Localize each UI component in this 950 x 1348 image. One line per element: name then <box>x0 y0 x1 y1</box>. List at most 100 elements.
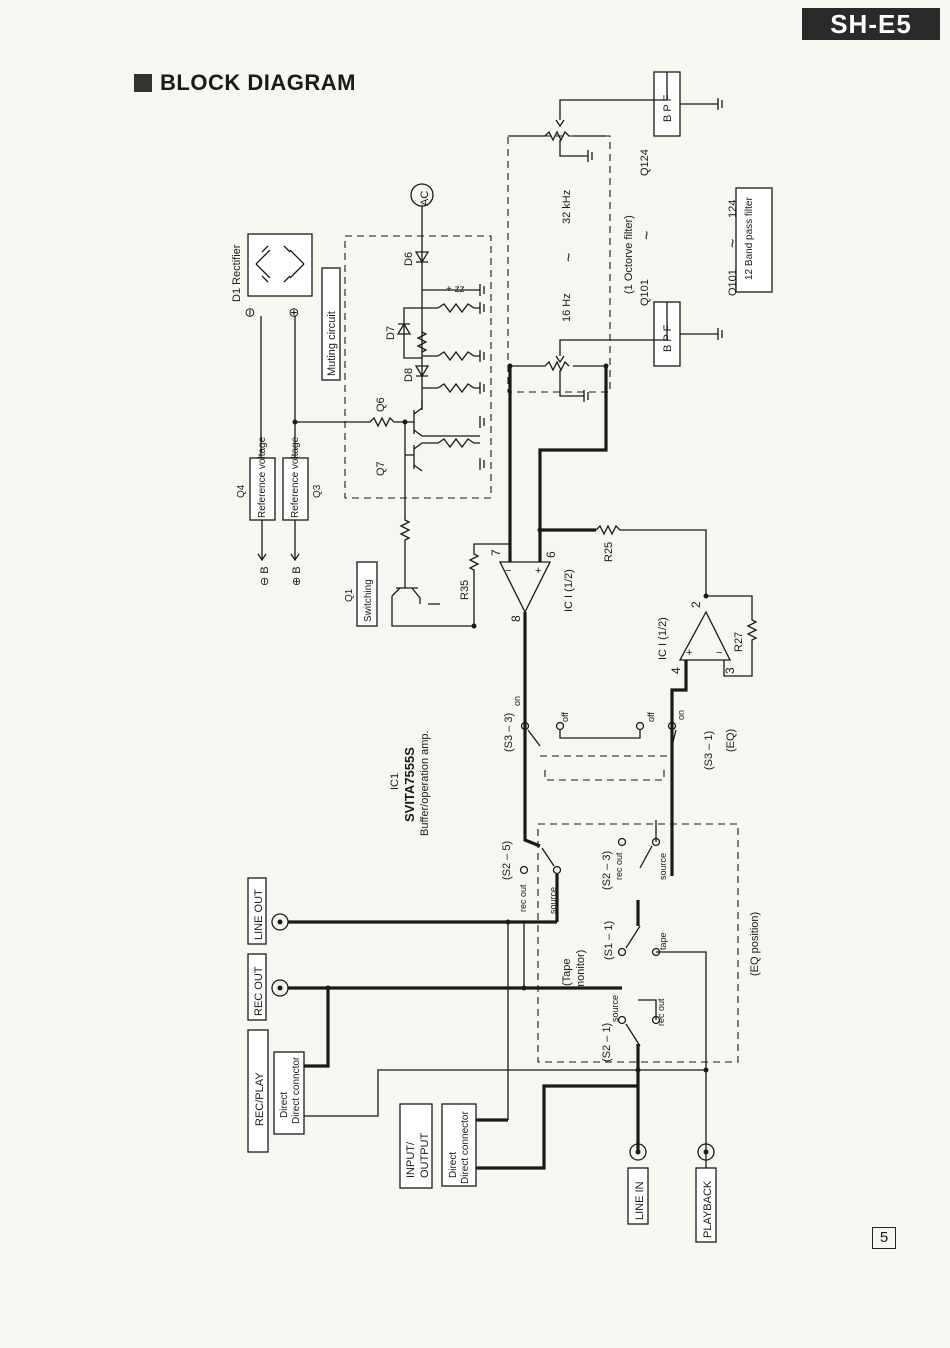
pin6-label: 6 <box>544 551 558 558</box>
q3-label: Q3 <box>312 484 323 498</box>
q1-switching: Switching Q1 <box>344 561 474 627</box>
q4-label: Q4 <box>236 484 247 498</box>
pin3-label: 3 <box>723 667 737 674</box>
q1-label: Q1 <box>344 588 355 602</box>
s3-gang-link <box>540 755 672 781</box>
eq-label: (EQ) <box>725 729 737 752</box>
line-in-jack[interactable]: LINE IN <box>627 1143 649 1225</box>
q6-label: Q6 <box>375 397 387 412</box>
tape-monitor-label-a: (Tape <box>561 958 573 986</box>
ic1-amp-a: − + 7 6 8 IC I (1/2) <box>489 549 575 622</box>
d8-label: D8 <box>403 368 415 382</box>
playback-label: PLAYBACK <box>702 1180 714 1238</box>
s2-3-source-label: source <box>658 853 668 880</box>
input-output-connector: INPUT/ OUTPUT Direct Direct connector <box>399 1103 477 1189</box>
svg-text:−: − <box>716 647 722 659</box>
switching-label: Switching <box>363 579 374 622</box>
svg-text:+: + <box>686 647 692 659</box>
pin7-label: 7 <box>489 549 503 556</box>
s3-contacts <box>527 729 677 747</box>
octave-filter-dashed-box <box>507 135 611 393</box>
zz-mark: + zz <box>446 284 465 295</box>
io-bus <box>476 1084 638 1170</box>
rec-out-jack[interactable]: REC OUT <box>247 953 289 1021</box>
tape-monitor-label-b: monitor) <box>575 950 587 990</box>
muting-circuit-label-box <box>321 267 341 381</box>
ic1-main-bus <box>508 365 608 820</box>
svg-text:~: ~ <box>639 231 656 240</box>
minus-b-label: ⊖ B <box>259 566 271 586</box>
d7-diode <box>396 322 412 335</box>
line-out-jack[interactable]: LINE OUT <box>247 877 289 945</box>
ic1-part-label: SVITA7555S <box>402 747 417 822</box>
s3-3-off-label: off <box>560 712 570 722</box>
page-title: BLOCK DIAGRAM <box>134 70 356 96</box>
direct-connector-b-line1: Direct <box>448 1152 459 1178</box>
ac-source: AC <box>410 183 434 207</box>
s2-3-label: (S2 – 3) <box>601 851 613 890</box>
ic1-label: IC1 <box>389 773 401 790</box>
rectifier-wires <box>260 316 296 458</box>
r25-wire <box>595 524 707 596</box>
page-number: 5 <box>872 1227 896 1249</box>
input-output-line1: INPUT/ <box>405 1141 417 1178</box>
rec-play-connector: REC/PLAY Direct Direct connctor <box>247 1029 305 1153</box>
s2-3-recout-label: rec out <box>614 852 624 880</box>
range-tilde-label: ~ <box>561 253 578 262</box>
reference-voltage-q3: Reference voltage Q3 <box>282 436 323 521</box>
s1-1-label: (S1 – 1) <box>603 921 615 960</box>
s1-1-tape-label: tape <box>658 932 668 950</box>
ic1-desc-label: Buffer/operation amp. <box>419 730 431 836</box>
ref-voltage-q3-label: Reference voltage <box>290 436 301 518</box>
r25-label: R25 <box>603 542 615 562</box>
ac-label: AC <box>419 191 431 206</box>
page-title-text: BLOCK DIAGRAM <box>160 70 356 95</box>
eq-position-label: (EQ position) <box>749 912 761 976</box>
rec-play-label: REC/PLAY <box>254 1072 266 1126</box>
s3-1-off-label: off <box>646 712 656 722</box>
q7-transistor: Q7 <box>375 437 480 476</box>
bpf-high-label: B P F <box>662 94 674 122</box>
band-filter-box <box>735 187 773 293</box>
svg-text:−: − <box>505 565 511 577</box>
model-badge: SH-E5 <box>802 8 940 40</box>
pin4-label: 4 <box>669 667 683 674</box>
rec-out-tap <box>507 922 525 1120</box>
reference-voltage-q4: Reference voltage Q4 <box>236 436 276 521</box>
rectifier-plus-label: ⊕ <box>286 307 301 318</box>
d7-label: D7 <box>385 326 397 340</box>
s3-3-label: (S3 – 3) <box>503 713 515 752</box>
switch-bus <box>523 820 674 1150</box>
d1-rectifier-label: D1 Rectifier <box>231 244 243 302</box>
svg-text:~: ~ <box>725 239 742 248</box>
d8-diode <box>414 365 430 378</box>
band-filter-label: 12 Band pass filter <box>744 197 755 280</box>
rectifier-block: D1 Rectifier ⊖ ⊕ <box>231 233 313 318</box>
ic1-half-b-label: IC I (1/2) <box>657 617 669 660</box>
ref-voltage-q4-label: Reference voltage <box>257 436 268 518</box>
input-output-line2: OUTPUT <box>419 1133 431 1179</box>
svg-text:+: + <box>535 565 541 577</box>
q101-label: Q101 <box>639 279 651 306</box>
pin8-label: 8 <box>509 615 523 622</box>
s1-1-recout-label: rec out <box>656 998 666 1026</box>
s3-3-on-label: on <box>512 696 522 706</box>
output-bus <box>288 920 622 1068</box>
octave-filter-label: (1 Octorve filter) <box>623 215 635 294</box>
playback-jack[interactable]: PLAYBACK <box>695 1143 717 1243</box>
q124-label: Q124 <box>639 149 651 176</box>
s3-1-label: (S3 – 1) <box>703 731 715 770</box>
s2-1-label: (S2 – 1) <box>601 1023 613 1062</box>
s2-5-source-label: source <box>548 887 558 914</box>
amp-b-input-bus <box>670 660 688 820</box>
rectifier-minus-label: ⊖ <box>242 307 257 318</box>
range-high-label: 32 kHz <box>561 190 573 224</box>
s2-s1-contacts <box>541 845 653 1047</box>
q7-label: Q7 <box>375 461 387 476</box>
s1-1-source-label: source <box>610 995 620 1022</box>
bpf-low-label: B P F <box>662 324 674 352</box>
eq-position-dashed-box <box>537 823 739 1063</box>
r35-feedback <box>468 543 511 626</box>
s2-5-label: (S2 – 5) <box>501 841 513 880</box>
